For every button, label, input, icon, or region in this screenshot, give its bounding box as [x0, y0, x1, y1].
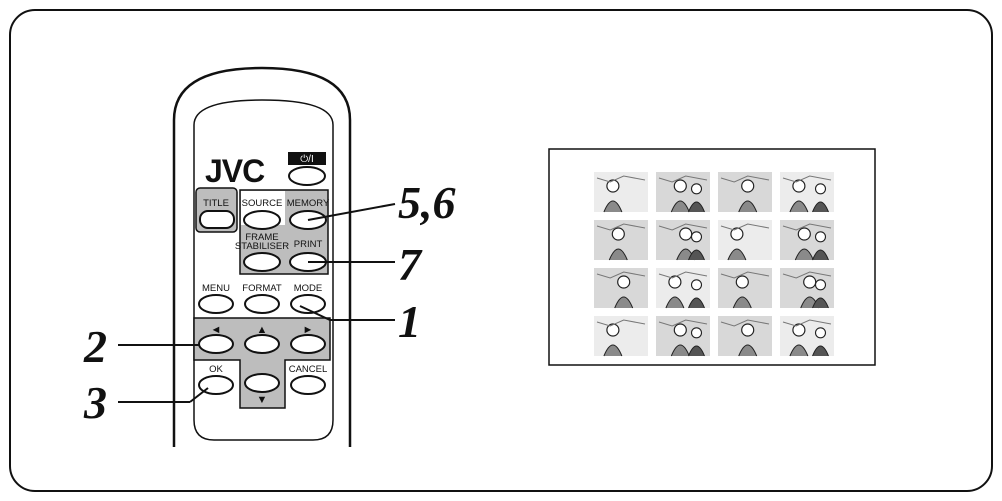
left-arrow-button[interactable] [198, 334, 234, 354]
callout-arrow-step: 2 [83, 321, 107, 372]
thumbnail-1 [594, 172, 648, 213]
thumbnail-2 [656, 172, 710, 213]
down-arrow-button[interactable] [244, 373, 280, 393]
memory-label: MEMORY [287, 198, 330, 209]
title-label: TITLE [203, 198, 229, 209]
arrow-left-glyph: ◄ [211, 324, 222, 336]
outer-frame [9, 9, 993, 492]
arrow-up-glyph: ▲ [257, 324, 268, 336]
source-button[interactable] [243, 210, 281, 230]
thumbnail-9 [594, 268, 648, 309]
thumbnail-15 [718, 316, 772, 357]
menu-button[interactable] [198, 294, 234, 314]
thumbnail-14 [656, 316, 710, 357]
title-button[interactable] [199, 210, 235, 229]
power-label: ⏻/I [300, 154, 313, 165]
jvc-logo: JVC [205, 153, 265, 189]
frame-stabiliser-button[interactable] [243, 252, 281, 272]
callout-mode-step: 1 [398, 296, 421, 347]
thumbnail-11 [718, 268, 772, 309]
mode-button[interactable] [290, 294, 326, 314]
up-arrow-button[interactable] [244, 334, 280, 354]
menu-label: MENU [202, 283, 230, 294]
thumbnail-6 [656, 220, 710, 261]
power-button[interactable] [288, 166, 326, 186]
thumbnail-13 [594, 316, 648, 357]
thumbnail-grid [594, 172, 834, 357]
frame-stabiliser-label-2: STABILISER [235, 241, 289, 252]
print-label: PRINT [294, 239, 323, 250]
power-label-bar [288, 152, 326, 165]
cancel-button[interactable] [290, 375, 326, 395]
right-arrow-button[interactable] [290, 334, 326, 354]
source-label: SOURCE [242, 198, 283, 209]
mode-label: MODE [294, 283, 323, 294]
format-label: FORMAT [242, 283, 282, 294]
remote-body-outer [172, 66, 352, 447]
callout-line-ok-tail [189, 387, 209, 403]
thumbnail-3 [718, 172, 772, 213]
cancel-label: CANCEL [289, 364, 328, 375]
thumbnail-12 [780, 268, 834, 309]
thumbnail-5 [594, 220, 648, 261]
arrow-down-glyph: ▼ [257, 394, 268, 406]
callout-print-step: 7 [398, 239, 423, 290]
ok-label: OK [209, 364, 223, 375]
remote-face-inner [193, 99, 334, 441]
frame-stabiliser-label-1: FRAME [245, 232, 278, 243]
thumbnail-16 [780, 316, 834, 357]
thumbnail-8 [780, 220, 834, 261]
callout-ok-step: 3 [83, 377, 107, 428]
thumbnail-4 [780, 172, 834, 213]
arrow-right-glyph: ► [303, 324, 314, 336]
callout-memory-steps: 5,6 [398, 177, 456, 228]
callout-line-memory [307, 203, 396, 221]
callout-line-mode [299, 305, 395, 321]
thumbnail-7 [718, 220, 772, 261]
thumbnail-10 [656, 268, 710, 309]
format-button[interactable] [244, 294, 280, 314]
